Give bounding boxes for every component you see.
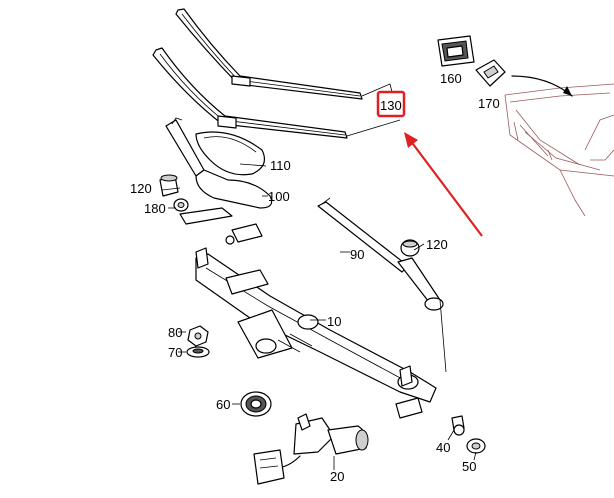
label-part-130: 130 xyxy=(380,98,402,113)
label-part-60: 60 xyxy=(216,397,230,412)
label-part-70: 70 xyxy=(168,345,182,360)
highlight-arrow-head xyxy=(404,132,418,148)
grommet-60 xyxy=(240,391,272,417)
wiper-blade-130 xyxy=(152,8,401,139)
nut-120-left xyxy=(159,174,179,197)
clip-170 xyxy=(475,59,506,87)
label-part-20: 20 xyxy=(330,469,344,484)
label-part-10: 10 xyxy=(327,314,341,329)
cap-160 xyxy=(437,35,475,67)
mounting-arrow-head xyxy=(563,86,572,96)
washer-70 xyxy=(186,346,210,358)
label-part-120-left: 120 xyxy=(130,181,152,196)
nut-120-right xyxy=(400,239,420,257)
label-part-110: 110 xyxy=(270,158,291,173)
car-body-outline xyxy=(504,83,614,217)
label-part-80: 80 xyxy=(168,325,182,340)
label-part-170: 170 xyxy=(478,96,500,111)
wiper-motor-20 xyxy=(253,413,369,485)
part-labels: 10 20 40 50 60 70 80 90 100 110 120 120 … xyxy=(130,71,500,484)
highlight-box xyxy=(376,90,406,118)
label-part-160: 160 xyxy=(440,71,462,86)
leader-lines xyxy=(161,163,477,470)
bushing-50 xyxy=(466,438,486,454)
label-part-180: 180 xyxy=(144,201,166,216)
label-part-90: 90 xyxy=(350,247,364,262)
washer-180 xyxy=(173,198,189,212)
wiper-arm-90 xyxy=(317,197,444,311)
label-part-100: 100 xyxy=(268,189,290,204)
label-part-120-right: 120 xyxy=(426,237,448,252)
label-part-50: 50 xyxy=(462,459,476,474)
highlight-arrow xyxy=(409,139,483,237)
label-part-40: 40 xyxy=(436,440,450,455)
nut-80 xyxy=(187,325,209,347)
wiper-linkage-10 xyxy=(195,247,437,419)
wiper-arm-100 xyxy=(165,117,273,245)
highlight-130 xyxy=(376,90,483,237)
cover-110 xyxy=(195,131,265,176)
bolt-40 xyxy=(451,415,465,436)
